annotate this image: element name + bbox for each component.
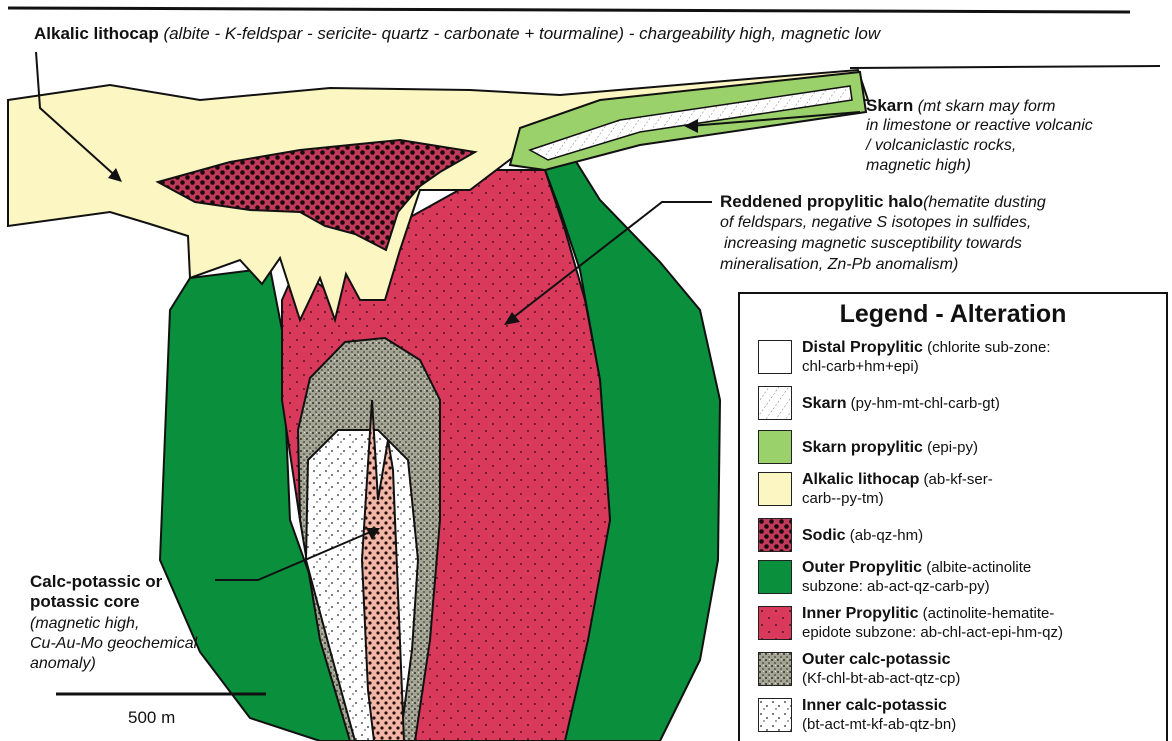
reddened-desc-4: mineralisation, Zn-Pb anomalism)	[720, 255, 958, 274]
legend-text: Outer Propylitic (albite-actinolite subz…	[802, 558, 1031, 596]
legend-item-outer-calc-potassic: Outer calc-potassic (Kf-chl-bt-ab-act-qt…	[758, 650, 1168, 694]
inner-calc-potassic-swatch	[758, 698, 792, 732]
legend-desc: carb--py-tm)	[802, 490, 884, 507]
legend-desc: (actinolite-hematite-	[918, 605, 1054, 622]
reddened-name: Reddened propylitic halo	[720, 192, 923, 211]
legend-title: Legend - Alteration	[740, 300, 1166, 329]
legend-text: Skarn propylitic (epi-py)	[802, 438, 978, 457]
legend-text: Inner calc-potassic (bt-act-mt-kf-ab-qtz…	[802, 696, 956, 734]
legend-desc: (chlorite sub-zone:	[923, 339, 1051, 356]
skarn-swatch-pattern	[759, 387, 791, 419]
skarn-swatch	[758, 386, 792, 420]
legend-desc: (albite-actinolite	[922, 559, 1031, 576]
inner-propylitic-swatch-pattern	[759, 607, 791, 639]
skarn-desc-1: (mt skarn may form	[918, 98, 1056, 115]
legend-desc: subzone: ab-act-qz-carb-py)	[802, 578, 990, 595]
legend-desc: (Kf-chl-bt-ab-act-qtz-cp)	[802, 670, 960, 687]
legend-name: Sodic	[802, 527, 846, 544]
legend-name: Skarn propylitic	[802, 439, 923, 456]
skarn-desc-3: / volcaniclastic rocks,	[866, 136, 1016, 155]
reddened-desc-2: of feldspars, negative S isotopes in sul…	[720, 213, 1031, 232]
skarn-propylitic-swatch	[758, 430, 792, 464]
legend-item-distal-propylitic: Distal Propylitic (chlorite sub-zone: ch…	[758, 338, 1168, 382]
reddened-label: Reddened propylitic halo(hematite dustin…	[720, 192, 1046, 212]
sodic-swatch-pattern	[759, 519, 791, 551]
scale-bar-label: 500 m	[128, 708, 175, 727]
legend-text: Sodic (ab-qz-hm)	[802, 526, 923, 545]
legend-desc: (epi-py)	[923, 439, 978, 456]
legend-desc: chl-carb+hm+epi)	[802, 358, 919, 375]
legend-name: Inner calc-potassic	[802, 697, 947, 714]
lithocap-desc: (albite - K-feldspar - sericite- quartz …	[163, 24, 880, 43]
legend-name: Outer Propylitic	[802, 559, 922, 576]
ground-line	[8, 8, 1130, 12]
outer-propylitic-swatch	[758, 560, 792, 594]
outer-calc-swatch-pattern	[759, 653, 791, 685]
legend-desc: (ab-kf-ser-	[919, 471, 992, 488]
legend-name: Outer calc-potassic	[802, 651, 951, 668]
distal-propylitic-swatch	[758, 340, 792, 374]
reddened-desc-1: (hematite dusting	[923, 194, 1046, 211]
inner-calc-swatch-pattern	[759, 699, 791, 731]
core-name-2: potassic core	[30, 592, 140, 611]
legend-name: Alkalic lithocap	[802, 471, 919, 488]
skarn-desc-4: magnetic high)	[866, 156, 971, 175]
legend-item-outer-propylitic: Outer Propylitic (albite-actinolite subz…	[758, 558, 1168, 602]
lithocap-name: Alkalic lithocap	[34, 24, 159, 43]
skarn-label: Skarn (mt skarn may form	[866, 96, 1056, 116]
legend-name: Skarn	[802, 395, 846, 412]
legend-item-inner-calc-potassic: Inner calc-potassic (bt-act-mt-kf-ab-qtz…	[758, 696, 1168, 740]
outer-calc-potassic-swatch	[758, 652, 792, 686]
legend-text: Distal Propylitic (chlorite sub-zone: ch…	[802, 338, 1050, 376]
skarn-name: Skarn	[866, 96, 913, 115]
legend-desc: (ab-qz-hm)	[846, 527, 924, 544]
lithocap-swatch	[758, 472, 792, 506]
inner-propylitic-swatch	[758, 606, 792, 640]
core-desc-2: Cu-Au-Mo geochemical	[30, 634, 197, 653]
legend-desc: (bt-act-mt-kf-ab-qtz-bn)	[802, 716, 956, 733]
surface-line	[850, 66, 1160, 68]
legend-desc: epidote subzone: ab-chl-act-epi-hm-qz)	[802, 624, 1063, 641]
core-name-1: Calc-potassic or	[30, 572, 162, 591]
legend-text: Skarn (py-hm-mt-chl-carb-gt)	[802, 394, 1000, 413]
legend-name: Distal Propylitic	[802, 339, 923, 356]
legend-item-skarn-propylitic: Skarn propylitic (epi-py)	[758, 428, 1168, 472]
sodic-swatch	[758, 518, 792, 552]
legend-item-alkalic-lithocap: Alkalic lithocap (ab-kf-ser- carb--py-tm…	[758, 470, 1168, 514]
core-desc-1: (magnetic high,	[30, 614, 139, 633]
legend-item-skarn: Skarn (py-hm-mt-chl-carb-gt)	[758, 384, 1168, 428]
legend-text: Inner Propylitic (actinolite-hematite- e…	[802, 604, 1063, 642]
legend-item-sodic: Sodic (ab-qz-hm)	[758, 516, 1168, 560]
legend-name: Inner Propylitic	[802, 605, 918, 622]
legend-desc: (py-hm-mt-chl-carb-gt)	[846, 395, 999, 412]
legend-text: Alkalic lithocap (ab-kf-ser- carb--py-tm…	[802, 470, 993, 508]
reddened-desc-3: increasing magnetic susceptibility towar…	[724, 234, 1022, 253]
lithocap-label: Alkalic lithocap (albite - K-feldspar - …	[34, 24, 880, 43]
skarn-desc-2: in limestone or reactive volcanic	[866, 116, 1093, 135]
legend-text: Outer calc-potassic (Kf-chl-bt-ab-act-qt…	[802, 650, 960, 688]
legend: Legend - Alteration Distal Propylitic (c…	[738, 292, 1168, 741]
legend-item-inner-propylitic: Inner Propylitic (actinolite-hematite- e…	[758, 604, 1168, 648]
core-desc-3: anomaly)	[30, 654, 96, 673]
